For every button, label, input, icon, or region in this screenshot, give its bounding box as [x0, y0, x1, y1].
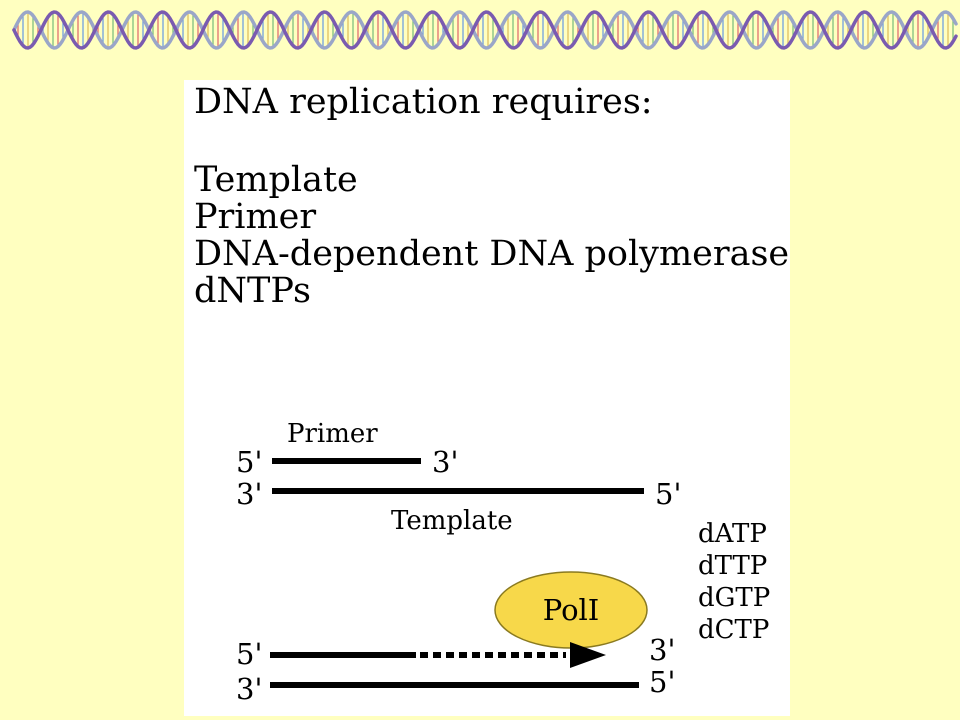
primer-5-prime-label: 5' [236, 445, 262, 479]
replication-diagram: Primer 5' 3' 3' 5' Template dATP dTTP dG… [236, 419, 770, 706]
polymerase-label: PolI [543, 593, 600, 627]
dntp-dctp: dCTP [698, 615, 769, 645]
extending-5-prime-label: 5' [236, 637, 262, 671]
template-3-prime-label: 3' [236, 477, 262, 511]
content-panel: DNA replication requires: Template Prime… [184, 80, 790, 716]
helix-strand-back [12, 10, 958, 50]
requirements-list: Template Primer DNA-dependent DNA polyme… [194, 162, 789, 310]
dntp-datp: dATP [698, 519, 767, 549]
dntp-dttp: dTTP [698, 551, 767, 581]
primer-label: Primer [287, 419, 378, 449]
template-5-prime-label: 5' [655, 477, 681, 511]
dntp-dgtp: dGTP [698, 583, 770, 613]
bottom-3-prime-label: 3' [236, 672, 262, 706]
extending-3-prime-label: 3' [649, 633, 675, 667]
requirement-primer: Primer [194, 197, 317, 237]
synthesis-arrowhead [570, 642, 606, 668]
requirement-template: Template [194, 160, 358, 200]
helix-strand-front [12, 10, 958, 50]
dna-helix-banner [12, 10, 958, 50]
requirement-polymerase: DNA-dependent DNA polymerase [194, 234, 790, 274]
primer-3-prime-label: 3' [432, 445, 458, 479]
requirements-title: DNA replication requires: [194, 82, 653, 122]
requirement-dntps: dNTPs [194, 271, 311, 311]
bottom-5-prime-label: 5' [649, 665, 675, 699]
template-label: Template [391, 506, 513, 536]
